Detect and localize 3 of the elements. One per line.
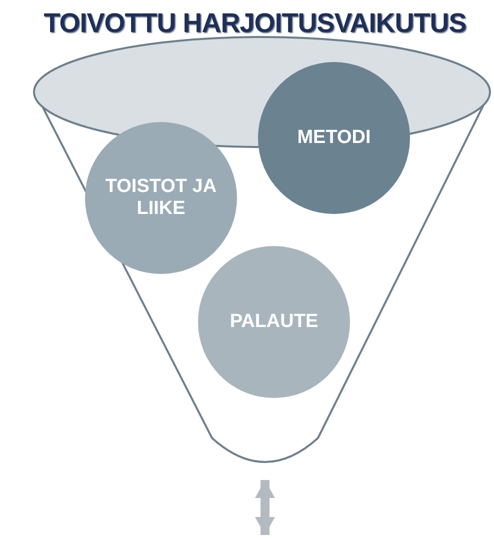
stage-circle: PALAUTE [198, 246, 350, 398]
funnel-heading: TOIVOTTU HARJOITUSVAIKUTUS [42, 8, 468, 39]
stage-circle: TOISTOT JA LIIKE [85, 122, 237, 274]
